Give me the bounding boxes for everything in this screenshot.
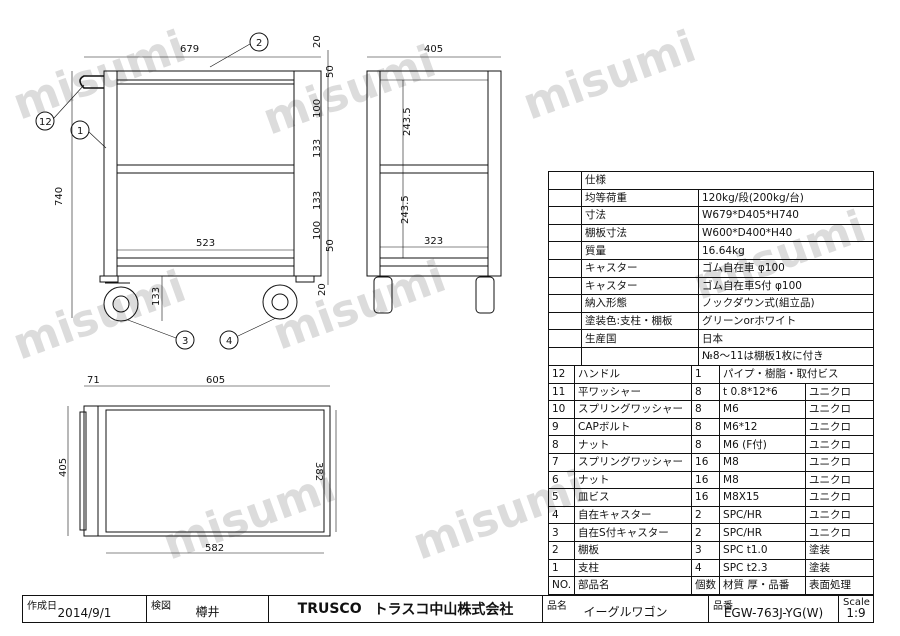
side-view: 405 323 243.5 243.5	[366, 44, 502, 314]
scale-value: 1:9	[846, 606, 866, 620]
svg-text:misumi: misumi	[6, 261, 192, 370]
svg-text:50: 50	[325, 65, 336, 78]
svg-text:605: 605	[206, 375, 225, 386]
front-view: 679 740 523 133 20 50 100 133 133 100 50…	[54, 35, 336, 322]
dim-front-width: 679	[180, 44, 199, 55]
company-name: トラスコ中山株式会社	[373, 602, 514, 618]
created-date: 2014/9/1	[57, 606, 112, 620]
svg-text:382: 382	[313, 462, 324, 481]
dim-caster-height: 133	[151, 287, 162, 306]
handle-shape	[79, 75, 104, 89]
plan-view: 71 605 582 405 382	[58, 375, 337, 554]
svg-text:3: 3	[182, 336, 188, 347]
check-label: 検図	[151, 601, 171, 612]
svg-text:20: 20	[317, 283, 328, 296]
svg-text:12: 12	[39, 117, 52, 128]
spec-note: №8～11は棚板1枚に付き	[698, 346, 874, 366]
svg-text:100: 100	[312, 99, 323, 118]
title-block: 作成日 2014/9/1 検図 樽井 TRUSCO トラスコ中山株式会社 品名 …	[22, 595, 874, 623]
svg-text:243.5: 243.5	[400, 195, 411, 224]
svg-text:4: 4	[226, 336, 232, 347]
svg-text:323: 323	[424, 236, 443, 247]
parts-header: NO.部品名個数材質 厚・品番表面処理	[547, 576, 874, 595]
svg-text:misumi: misumi	[516, 21, 702, 130]
dim-front-inner-width: 523	[196, 238, 215, 249]
dim-front-height: 740	[54, 187, 65, 206]
brand-name: TRUSCO	[297, 601, 362, 617]
svg-text:71: 71	[87, 375, 100, 386]
svg-text:133: 133	[312, 139, 323, 158]
svg-text:misumi: misumi	[256, 36, 442, 145]
svg-text:2: 2	[256, 38, 262, 49]
svg-text:405: 405	[58, 458, 69, 477]
svg-text:405: 405	[424, 44, 443, 55]
svg-text:582: 582	[205, 543, 224, 554]
balloons: 2 12 1 3 4	[35, 32, 277, 350]
spec-header: 仕様	[581, 171, 874, 190]
product-name: イーグルワゴン	[583, 605, 668, 619]
created-label: 作成日	[27, 601, 57, 612]
svg-text:1: 1	[77, 126, 83, 137]
front-caster-right	[262, 275, 315, 320]
svg-text:100: 100	[312, 221, 323, 240]
company-logo: TRUSCO トラスコ中山株式会社	[269, 596, 543, 622]
svg-text:50: 50	[325, 239, 336, 252]
svg-text:243.5: 243.5	[402, 107, 413, 136]
svg-text:133: 133	[312, 191, 323, 210]
svg-text:20: 20	[312, 35, 323, 48]
front-caster-left	[99, 275, 139, 322]
checker-name: 樽井	[195, 605, 220, 619]
product-code: EGW-763J-YG(W)	[723, 606, 824, 620]
